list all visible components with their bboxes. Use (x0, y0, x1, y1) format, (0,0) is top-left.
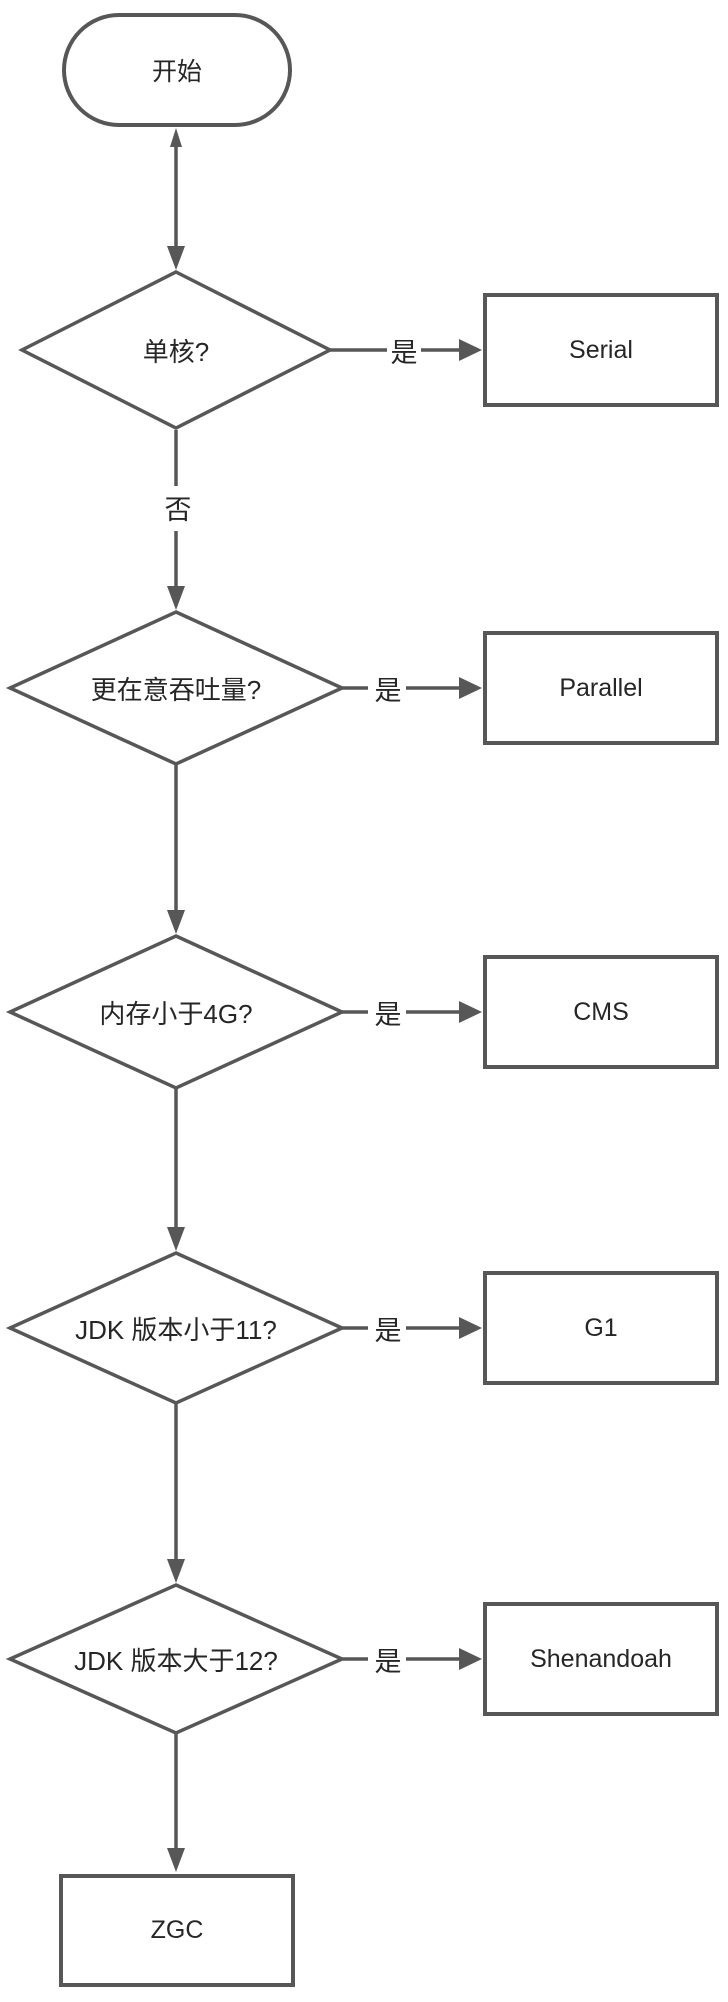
arrowhead-down-decision2 (167, 586, 185, 610)
yes-label-5: 是 (371, 1642, 405, 1677)
decision-diamond-2 (5, 610, 347, 766)
yes-label-4: 是 (371, 1311, 405, 1346)
final-box-zgc: ZGC (59, 1874, 295, 1987)
arrowhead-right-shenandoah (459, 1648, 482, 1670)
result-box-g1: G1 (483, 1271, 719, 1385)
yes-label-2: 是 (371, 671, 405, 706)
result-box-serial: Serial (483, 293, 719, 407)
arrowhead-down-final (167, 1848, 185, 1872)
arrowhead-down-decision5 (167, 1559, 185, 1583)
decision-diamond-1 (18, 270, 334, 430)
decision-diamond-3 (5, 934, 347, 1090)
no-label-1: 否 (161, 490, 195, 525)
arrowhead-down-decision4 (167, 1227, 185, 1251)
yes-label-1: 是 (387, 333, 421, 368)
arrowhead-right-g1 (459, 1317, 482, 1339)
arrowhead-down-decision3 (167, 910, 185, 934)
yes-label-3: 是 (371, 995, 405, 1030)
result-box-cms: CMS (483, 955, 719, 1069)
decision-diamond-5 (5, 1583, 347, 1735)
arrowhead-right-cms (459, 1001, 482, 1023)
result-box-shenandoah: Shenandoah (483, 1602, 719, 1716)
result-box-parallel: Parallel (483, 631, 719, 745)
decision-diamond-4 (5, 1251, 347, 1405)
arrowhead-down-decision1 (167, 246, 185, 270)
start-label: 开始 (151, 58, 202, 86)
arrowhead-right-parallel (459, 677, 482, 699)
start-node: 开始 (62, 13, 292, 127)
arrowhead-right-serial (459, 339, 482, 361)
arrowhead-up-start (170, 128, 182, 147)
